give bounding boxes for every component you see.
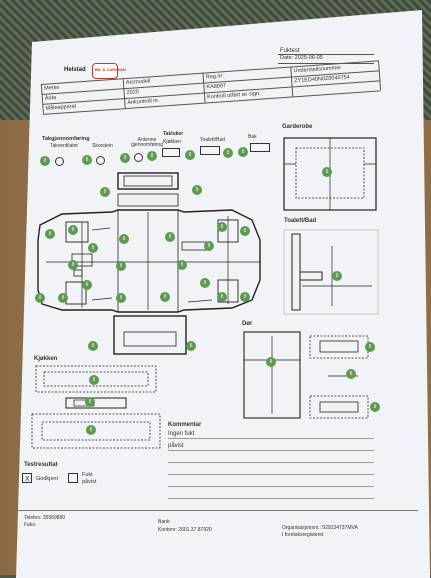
moisture-marker: 8 [217,292,227,302]
moisture-marker: 8 [186,341,196,351]
moisture-marker: 8 [88,341,98,351]
label-godkjent: Godkjent [36,476,59,482]
moisture-marker: 8 [116,261,126,271]
value-arita: 2020 [126,89,140,96]
vehicle-info-table: Merke Arcmodell Reg.nr: Understellsnumme… [40,48,381,131]
moisture-marker: 8 [40,156,50,166]
moisture-marker: 8 [240,292,250,302]
footer-foretak: I foretaksregisteret [282,532,324,538]
hatch-bath-symbol-icon [200,146,220,155]
moisture-marker: 8 [200,278,210,288]
footer-telefon: Telefon: 35569890 [24,515,66,521]
moisture-marker: 8 [147,151,157,161]
moisture-marker: 8 [238,147,248,157]
moisture-marker: 8 [86,425,96,435]
moisture-marker: 8 [266,357,276,367]
moisture-marker: 8 [116,293,126,303]
label-takluker: Takluker [163,131,184,137]
label-regnr: Reg.nr: [205,73,224,81]
label-pavist: påvist [82,479,97,485]
kitchen-diagram [31,365,161,449]
moisture-marker: 8 [58,293,68,303]
moisture-marker: 8 [89,375,99,385]
footer-bank: Bank: [158,519,171,525]
antenna-symbol-icon [134,153,143,162]
chimney-symbol-icon [96,156,105,165]
form-date: Date: 2025-06-05 [280,55,323,61]
checkbox-godkjent[interactable]: X [22,473,32,483]
door-diagram [243,331,369,419]
label-antenne: Antenne gjennomføring [131,137,163,148]
moisture-marker: 8 [365,342,375,352]
moisture-test-form: Helstad BIL & CARAVAN Fuktest Date: 2025… [16,10,430,578]
moisture-marker: 8 [240,226,250,236]
form-title: Fuktest [280,48,300,54]
wardrobe-diagram [283,137,377,211]
moisture-marker: 8 [68,225,78,235]
moisture-marker: 8 [68,260,78,270]
footer-faks: Faks: [24,522,37,528]
vent-symbol-icon [55,157,64,166]
checkbox-fukt-pavist[interactable] [68,473,78,483]
moisture-marker: 8 [165,232,175,242]
footer-kontonr: Kontonr: 2601.37.87920 [158,527,212,533]
moisture-marker: 8 [120,153,130,163]
moisture-marker: 8 [322,167,332,177]
value-merke: Arcmodell [125,78,151,87]
comment-line-2: påvist [168,443,184,449]
moisture-marker: 8 [223,148,233,158]
moisture-marker: 8 [332,271,342,281]
moisture-marker: 8 [204,241,214,251]
label-bak: Bak [248,134,257,140]
moisture-marker: 8 [35,293,45,303]
section-testresultat: Testresultat [24,462,58,468]
label-kjokken-small: Kjøkken [163,139,182,145]
hatch-kitchen-symbol-icon [162,148,180,157]
section-takgjennomforing: Takgjennomføring [42,136,90,142]
moisture-marker: 8 [100,187,110,197]
moisture-marker: 8 [45,229,55,239]
section-toalett-bad: Toalett/Bad [284,218,317,224]
logo-text: Helstad [64,67,86,73]
section-garderobe: Garderobe [282,124,313,130]
moisture-marker: 8 [160,292,170,302]
comment-line-1: Ingen fukt [168,431,195,437]
moisture-marker: 8 [217,222,227,232]
hatch-rear-symbol-icon [250,143,270,152]
moisture-marker: 8 [82,280,92,290]
footer-orgnr: Organisasjonsnr.: 929134737MVA [282,525,358,531]
label-skorstein: Skorstein [92,143,113,149]
value-regnr: KA8997 [206,83,227,91]
section-kjokken: Kjøkken [34,356,58,362]
moisture-marker: 8 [192,185,202,195]
section-kommentar: Kommentar [168,422,202,428]
section-dor: Dør [242,321,253,327]
moisture-marker: 8 [88,243,98,253]
moisture-marker: 8 [185,150,195,160]
label-arita: Årita [44,94,57,102]
moisture-marker: 8 [177,260,187,270]
bathroom-diagram [283,229,379,315]
label-toalett-small: Toalett/Bad [200,137,226,143]
label-takventilator: Takventilator [50,143,79,149]
moisture-marker: 8 [370,402,380,412]
moisture-marker: 8 [85,397,95,407]
label-merke: Merke [43,84,60,92]
label-fukt: Fukt [82,472,93,478]
moisture-marker: 8 [346,369,356,379]
moisture-marker: 8 [82,155,92,165]
moisture-marker: 8 [119,234,129,244]
